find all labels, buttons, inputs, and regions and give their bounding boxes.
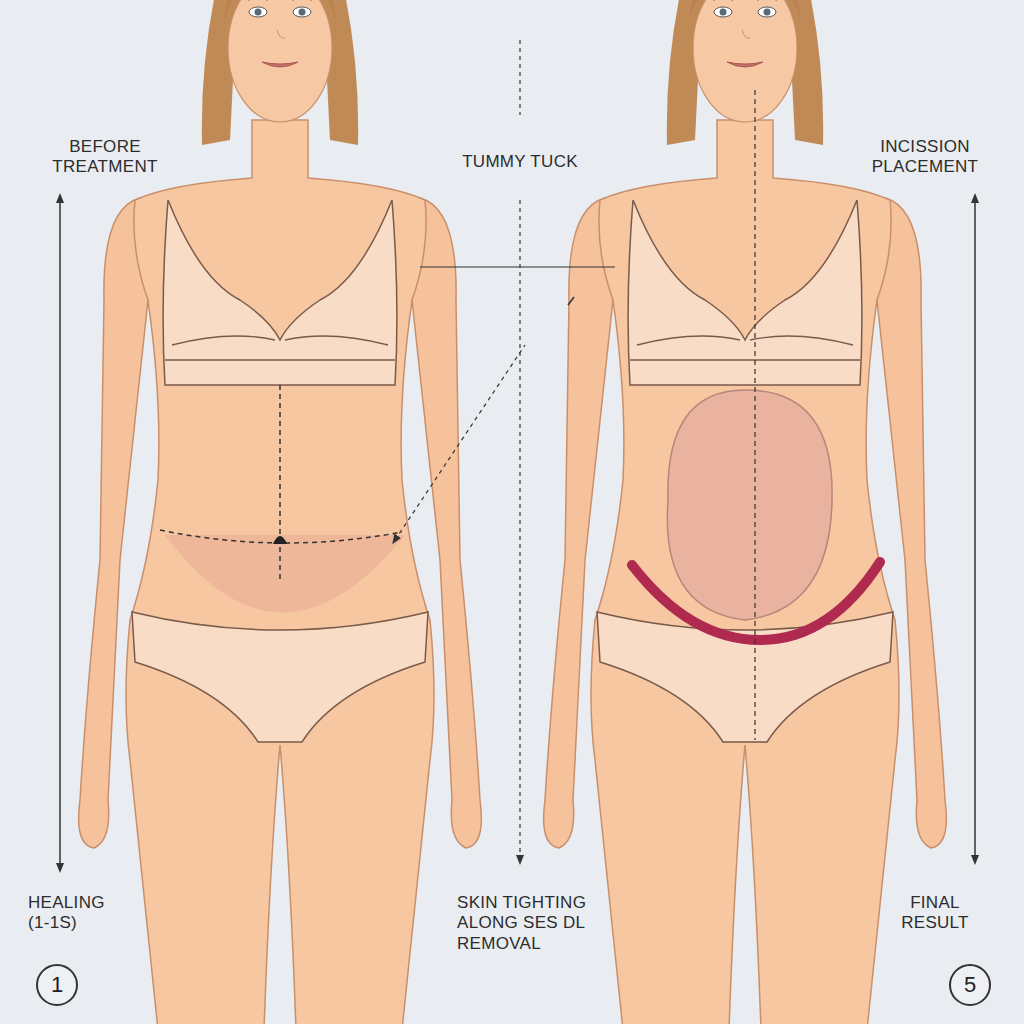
stage-label: HEALING (1-1S) — [28, 893, 123, 934]
stage-label: BEFORE TREATMENT — [30, 137, 180, 178]
callout-number: 5 — [949, 964, 991, 1006]
procedure-title: TUMMY TUCK — [440, 152, 600, 172]
step-note: SKIN TIGHTING ALONG SES DL REMOVAL — [457, 893, 622, 954]
callout-text: 1 — [51, 972, 63, 998]
callout-text: 5 — [964, 972, 976, 998]
stage-label: FINAL RESULT — [880, 893, 990, 934]
stage-label: INCISSION PLACEMENT — [840, 137, 1010, 178]
callout-number: 1 — [36, 964, 78, 1006]
